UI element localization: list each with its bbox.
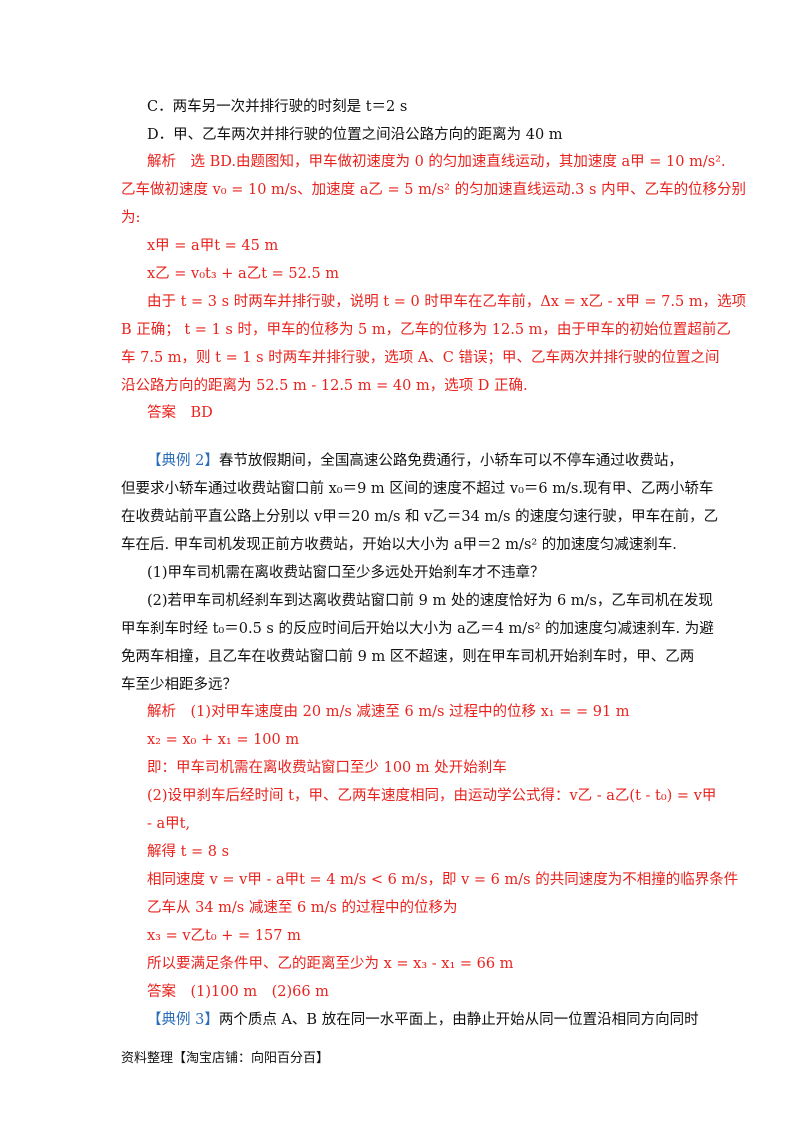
line-text: 为:: [121, 210, 141, 226]
line-text: - a甲t,: [147, 816, 191, 832]
line-text: 相同速度 v = v甲 - a甲t = 4 m/s < 6 m/s，即 v = …: [147, 872, 739, 888]
line-text: 两个质点 A、B 放在同一水平面上，由静止开始从同一位置沿相同方向同时: [218, 1012, 699, 1028]
text-line: 为:: [121, 208, 140, 228]
text-line: 乙车做初速度 v₀ = 10 m/s、加速度 a乙 = 5 m/s² 的匀加速直…: [121, 180, 746, 200]
line-text: x甲 = a甲t = 45 m: [147, 238, 279, 254]
text-line: (1)甲车司机需在离收费站窗口至少多远处开始刹车才不违章？: [147, 563, 545, 583]
text-line: 解析 选 BD.由题图知，甲车做初速度为 0 的匀加速直线运动，其加速度 a甲 …: [147, 152, 726, 172]
line-text: (2)设甲刹车后经时间 t，甲、乙两车速度相同，由运动学公式得：v乙 - a乙(…: [147, 788, 717, 804]
text-line: 在收费站前平直公路上分别以 v甲＝20 m/s 和 v乙＝34 m/s 的速度匀…: [121, 507, 718, 527]
line-text: 答案 (1)100 m (2)66 m: [147, 984, 329, 1000]
line-text: 车在后. 甲车司机发现正前方收费站，开始以大小为 a甲＝2 m/s² 的加速度匀…: [121, 537, 677, 553]
text-line: x甲 = a甲t = 45 m: [147, 236, 278, 256]
text-line: 由于 t = 3 s 时两车并排行驶，说明 t = 0 时甲车在乙车前，Δx =…: [147, 292, 746, 312]
line-text: 解析 选 BD.由题图知，甲车做初速度为 0 的匀加速直线运动，其加速度 a甲 …: [147, 154, 726, 170]
line-text: (2)若甲车司机经刹车到达离收费站窗口前 9 m 处的速度恰好为 6 m/s，乙…: [147, 593, 713, 609]
line-text: 车至少相距多远？: [121, 677, 237, 693]
text-line: 答案 BD: [147, 403, 213, 423]
line-text: 春节放假期间，全国高速公路免费通行，小轿车可以不停车通过收费站，: [218, 453, 683, 469]
text-line: 即：甲车司机需在离收费站窗口至少 100 m 处开始刹车: [147, 758, 507, 778]
text-line: x₃ = v乙t₀ + = 157 m: [147, 926, 301, 946]
text-line: (2)设甲刹车后经时间 t，甲、乙两车速度相同，由运动学公式得：v乙 - a乙(…: [147, 786, 716, 806]
line-text: x₃ = v乙t₀ + = 157 m: [147, 928, 301, 944]
line-text: 答案 BD: [147, 405, 213, 421]
text-line: 答案 (1)100 m (2)66 m: [147, 982, 329, 1002]
line-text: x₂ = x₀ + x₁ = 100 m: [147, 732, 300, 748]
text-line: 车在后. 甲车司机发现正前方收费站，开始以大小为 a甲＝2 m/s² 的加速度匀…: [121, 535, 677, 555]
text-line: x乙 = v₀t₃ + a乙t = 52.5 m: [147, 264, 339, 284]
page-footer: 资料整理【淘宝店铺：向阳百分百】: [121, 1051, 330, 1066]
text-line: 乙车从 34 m/s 减速至 6 m/s 的过程中的位移为: [147, 898, 457, 918]
text-line: 【典例 3】两个质点 A、B 放在同一水平面上，由静止开始从同一位置沿相同方向同…: [147, 1010, 699, 1030]
text-line: 解析 (1)对甲车速度由 20 m/s 减速至 6 m/s 过程中的位移 x₁ …: [147, 702, 630, 722]
text-line: 沿公路方向的距离为 52.5 m - 12.5 m = 40 m，选项 D 正确…: [121, 376, 528, 396]
text-line: 【典例 2】春节放假期间，全国高速公路免费通行，小轿车可以不停车通过收费站，: [147, 451, 683, 471]
line-text: 由于 t = 3 s 时两车并排行驶，说明 t = 0 时甲车在乙车前，Δx =…: [147, 294, 747, 310]
line-text: 甲车刹车时经 t₀＝0.5 s 的反应时间后开始以大小为 a乙＝4 m/s² 的…: [121, 621, 714, 637]
line-text: 免两车相撞，且乙车在收费站窗口前 9 m 区不超速，则在甲车司机开始刹车时，甲、…: [121, 649, 695, 665]
text-line: - a甲t,: [147, 814, 190, 834]
text-line: x₂ = x₀ + x₁ = 100 m: [147, 730, 299, 750]
text-line: 车至少相距多远？: [121, 675, 237, 695]
example-label: 【典例 2】: [147, 453, 219, 469]
line-text: 沿公路方向的距离为 52.5 m - 12.5 m = 40 m，选项 D 正确…: [121, 378, 528, 394]
line-text: 乙车做初速度 v₀ = 10 m/s、加速度 a乙 = 5 m/s² 的匀加速直…: [121, 182, 747, 198]
text-line: D．甲、乙车两次并排行驶的位置之间沿公路方向的距离为 40 m: [147, 125, 563, 145]
line-text: 即：甲车司机需在离收费站窗口至少 100 m 处开始刹车: [147, 760, 507, 776]
line-text: 在收费站前平直公路上分别以 v甲＝20 m/s 和 v乙＝34 m/s 的速度匀…: [121, 509, 719, 525]
line-text: (1)甲车司机需在离收费站窗口至少多远处开始刹车才不违章？: [147, 565, 545, 581]
line-text: 解析 (1)对甲车速度由 20 m/s 减速至 6 m/s 过程中的位移 x₁ …: [147, 704, 630, 720]
line-text: 但要求小轿车通过收费站窗口前 x₀＝9 m 区间的速度不超过 v₀＝6 m/s.…: [121, 481, 714, 497]
line-text: 解得 t = 8 s: [147, 844, 230, 860]
line-text: B 正确； t = 1 s 时，甲车的位移为 5 m，乙车的位移为 12.5 m…: [121, 322, 731, 338]
text-line: C．两车另一次并排行驶的时刻是 t＝2 s: [147, 97, 407, 117]
line-text: 所以要满足条件甲、乙的距离至少为 x = x₃ - x₁ = 66 m: [147, 956, 514, 972]
line-text: 车 7.5 m，则 t = 1 s 时两车并排行驶，选项 A、C 错误；甲、乙车…: [121, 350, 720, 366]
line-text: x乙 = v₀t₃ + a乙t = 52.5 m: [147, 266, 340, 282]
line-text: 乙车从 34 m/s 减速至 6 m/s 的过程中的位移为: [147, 900, 458, 916]
text-line: 解得 t = 8 s: [147, 842, 229, 862]
text-line: 甲车刹车时经 t₀＝0.5 s 的反应时间后开始以大小为 a乙＝4 m/s² 的…: [121, 619, 714, 639]
text-line: 所以要满足条件甲、乙的距离至少为 x = x₃ - x₁ = 66 m: [147, 954, 513, 974]
text-line: 但要求小轿车通过收费站窗口前 x₀＝9 m 区间的速度不超过 v₀＝6 m/s.…: [121, 479, 713, 499]
text-line: B 正确； t = 1 s 时，甲车的位移为 5 m，乙车的位移为 12.5 m…: [121, 320, 731, 340]
line-text: D．甲、乙车两次并排行驶的位置之间沿公路方向的距离为 40 m: [147, 127, 563, 143]
text-line: 免两车相撞，且乙车在收费站窗口前 9 m 区不超速，则在甲车司机开始刹车时，甲、…: [121, 647, 694, 667]
text-line: 车 7.5 m，则 t = 1 s 时两车并排行驶，选项 A、C 错误；甲、乙车…: [121, 348, 720, 368]
text-line: (2)若甲车司机经刹车到达离收费站窗口前 9 m 处的速度恰好为 6 m/s，乙…: [147, 591, 713, 611]
line-text: C．两车另一次并排行驶的时刻是 t＝2 s: [147, 99, 408, 115]
text-line: 相同速度 v = v甲 - a甲t = 4 m/s < 6 m/s，即 v = …: [147, 870, 738, 890]
example-label: 【典例 3】: [147, 1012, 219, 1028]
